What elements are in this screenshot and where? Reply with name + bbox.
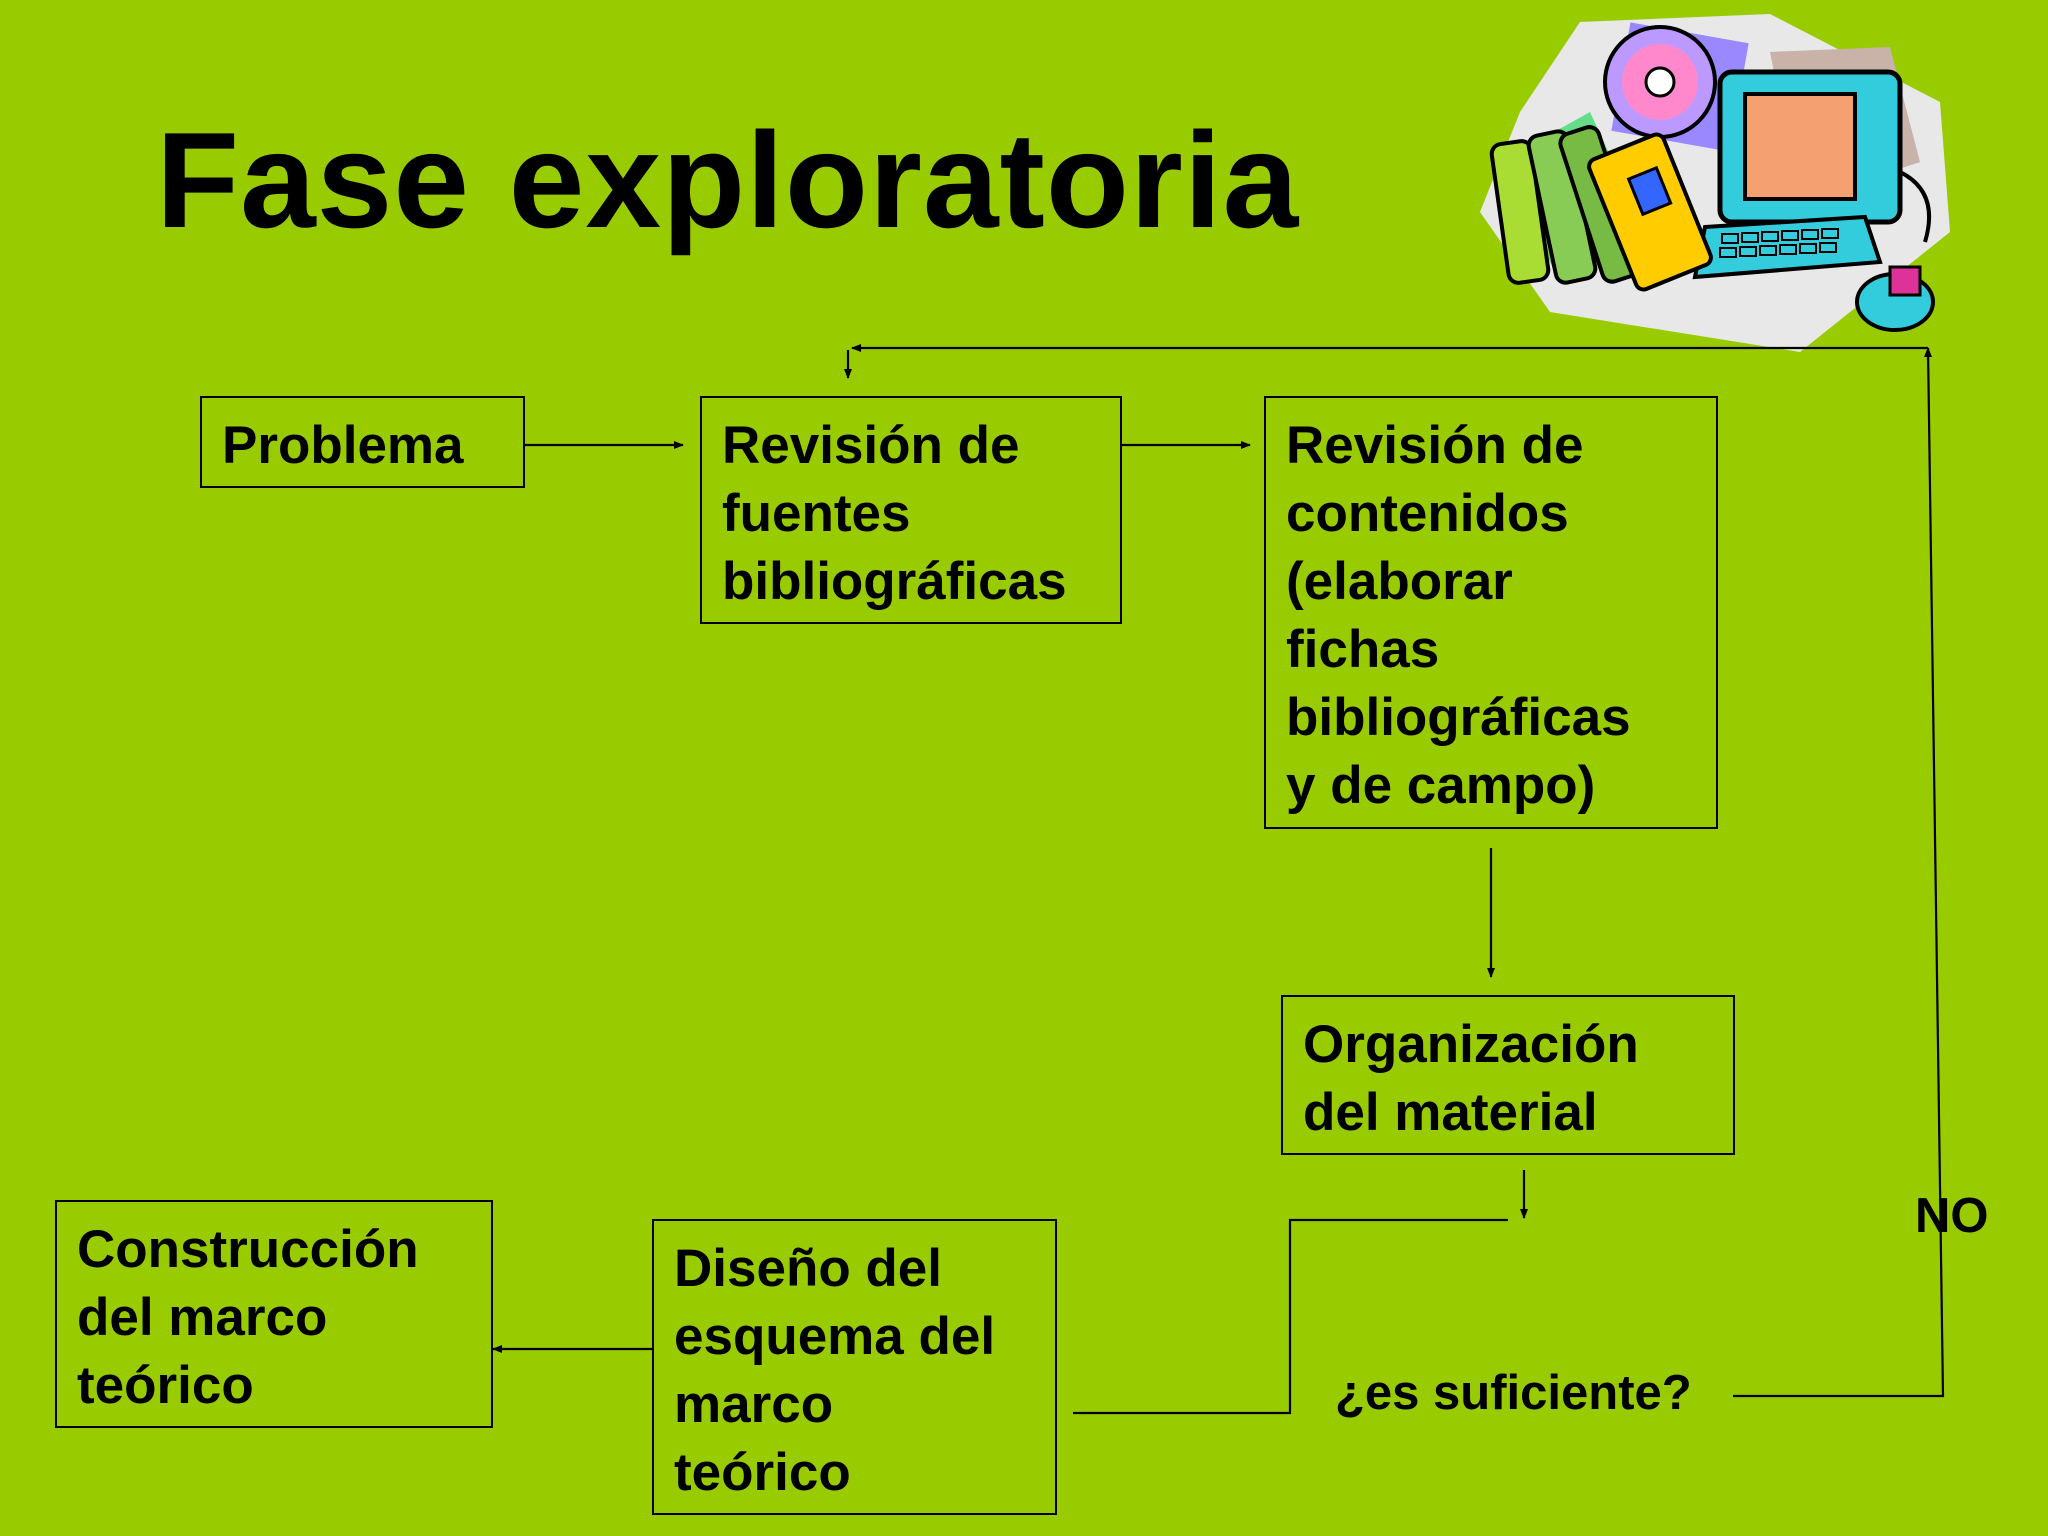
decision-no-label: NO: [1915, 1189, 1989, 1243]
box-diseno-esquema: Diseño del esquema del marco teórico: [652, 1219, 1057, 1515]
box-revision-fuentes: Revisión de fuentes bibliográficas: [700, 396, 1122, 624]
decision-bracket-line: [1073, 1218, 1508, 1415]
box-problema: Problema: [200, 396, 525, 488]
box-construccion-marco: Construcción del marco teórico: [55, 1200, 493, 1428]
no-feedback-line: [1733, 347, 1945, 1398]
computer-books-cd-clipart-icon: [1480, 14, 1950, 352]
box-revision-contenidos: Revisión de contenidos (elaborar fichas …: [1264, 396, 1718, 829]
page-title: Fase exploratoria: [156, 104, 1300, 256]
decision-question: ¿es suficiente?: [1335, 1366, 1692, 1420]
box-organizacion-material: Organización del material: [1281, 995, 1735, 1155]
